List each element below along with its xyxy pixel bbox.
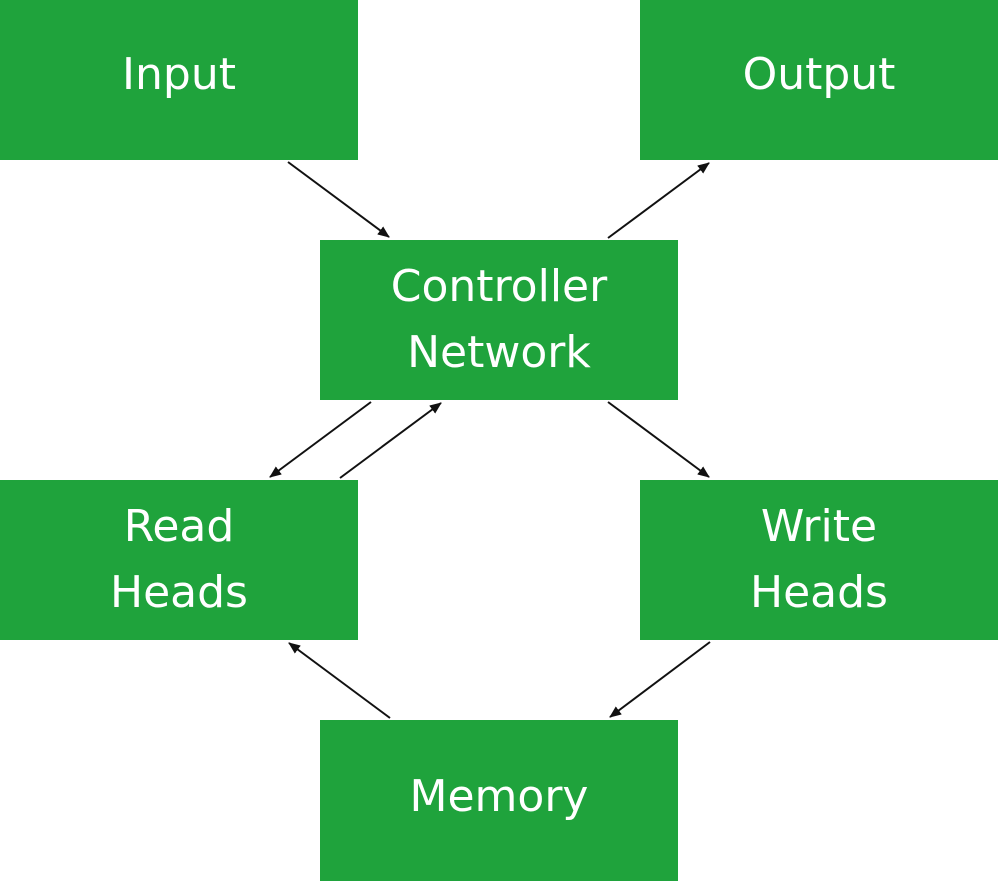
memory-node-label: Memory xyxy=(409,770,589,822)
edge-input-to-controller xyxy=(287,161,390,238)
controller-network-node: Controller Network xyxy=(320,240,678,400)
write-heads-node: Write Heads xyxy=(640,480,998,640)
edge-controller-to-write-heads xyxy=(607,401,710,478)
output-node-label: Output xyxy=(742,49,896,100)
controller-node-label-line1: Controller xyxy=(390,261,608,312)
input-node: Input xyxy=(0,0,358,160)
edge-controller-to-read-heads xyxy=(269,401,372,478)
read-heads-label-line1: Read xyxy=(123,501,235,552)
controller-node-label-line2: Network xyxy=(407,327,591,378)
write-heads-label-line1: Write xyxy=(760,501,878,552)
write-heads-label-line2: Heads xyxy=(750,567,888,618)
output-node: Output xyxy=(640,0,998,160)
read-heads-node: Read Heads xyxy=(0,480,358,640)
read-heads-label-line2: Heads xyxy=(110,567,248,618)
edge-read-heads-to-controller xyxy=(339,402,442,479)
memory-node: Memory xyxy=(320,720,678,881)
input-node-label: Input xyxy=(122,49,236,100)
edge-controller-to-output xyxy=(607,162,710,239)
edge-memory-to-read-heads xyxy=(288,642,391,719)
edge-write-heads-to-memory xyxy=(609,641,711,718)
